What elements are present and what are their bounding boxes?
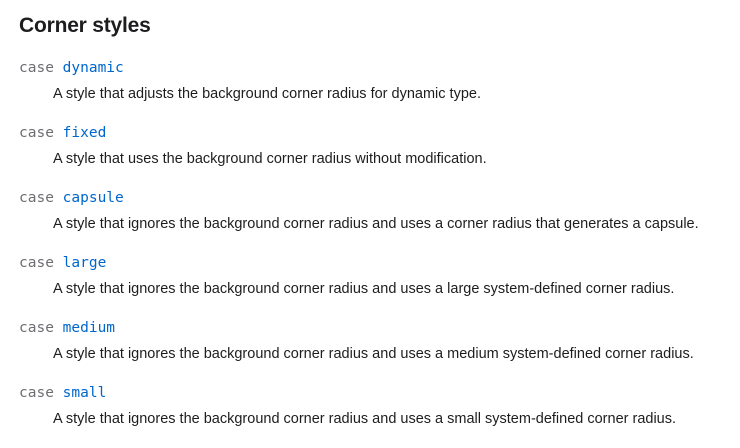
case-keyword: case [19, 320, 54, 336]
case-symbol-link-fixed[interactable]: fixed [62, 125, 107, 141]
case-symbol-link-small[interactable]: small [62, 385, 107, 401]
case-symbol-link-capsule[interactable]: capsule [62, 190, 124, 206]
case-description: A style that ignores the background corn… [53, 346, 694, 362]
case-item-dynamic: case dynamic A style that adjusts the ba… [0, 59, 740, 119]
case-description: A style that adjusts the background corn… [53, 86, 481, 102]
case-keyword: case [19, 385, 54, 401]
case-description: A style that ignores the background corn… [53, 216, 699, 232]
case-declaration: case capsule [19, 189, 124, 207]
section-title: Corner styles [19, 14, 151, 37]
case-keyword: case [19, 190, 54, 206]
case-keyword: case [19, 255, 54, 271]
case-item-small: case small A style that ignores the back… [0, 384, 740, 444]
case-declaration: case dynamic [19, 59, 124, 77]
case-item-fixed: case fixed A style that uses the backgro… [0, 124, 740, 184]
case-declaration: case medium [19, 319, 115, 337]
case-item-capsule: case capsule A style that ignores the ba… [0, 189, 740, 249]
case-item-medium: case medium A style that ignores the bac… [0, 319, 740, 379]
case-description: A style that ignores the background corn… [53, 411, 677, 427]
case-item-large: case large A style that ignores the back… [0, 254, 740, 314]
case-symbol-link-dynamic[interactable]: dynamic [62, 60, 124, 76]
case-declaration: case fixed [19, 124, 106, 142]
case-description: A style that uses the background corner … [53, 151, 487, 167]
case-declaration: case large [19, 254, 106, 272]
case-symbol-link-large[interactable]: large [62, 255, 107, 271]
case-keyword: case [19, 125, 54, 141]
case-declaration: case small [19, 384, 106, 402]
case-description: A style that ignores the background corn… [53, 281, 675, 297]
case-symbol-link-medium[interactable]: medium [62, 320, 116, 336]
case-keyword: case [19, 60, 54, 76]
